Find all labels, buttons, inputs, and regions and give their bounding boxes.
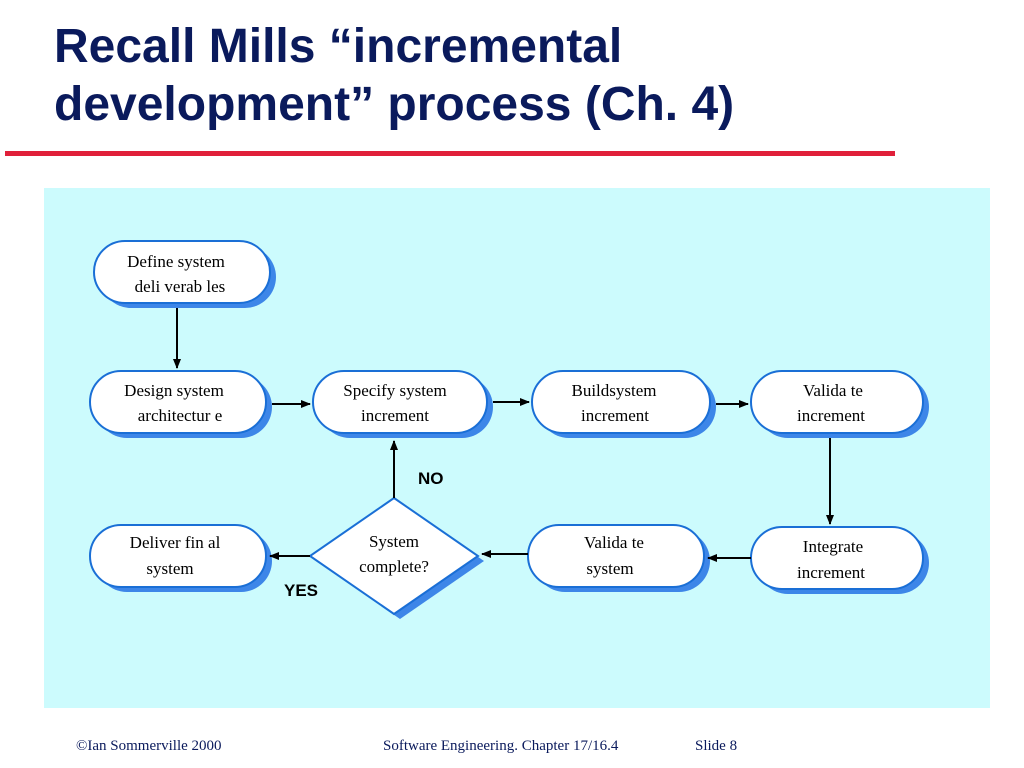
edge-label-no: NO (418, 469, 444, 488)
node-design-system-architecture: Design system architectur e (89, 370, 272, 438)
node-define-system-deliverables: Define system deli verab les (93, 240, 276, 308)
diagram-panel: Define system deli verab les Design syst… (44, 188, 990, 708)
footer-course-reference: Software Engineering. Chapter 17/16.4 (383, 738, 619, 754)
edge-label-yes: YES (284, 581, 318, 600)
decision-shape (308, 496, 480, 616)
node-label-line-1: Valida te (803, 381, 863, 400)
node-box (89, 524, 267, 588)
node-build-system-increment: Buildsystem increment (531, 370, 716, 438)
node-label-line-2: increment (797, 406, 865, 425)
node-label-line-1: Integrate (803, 537, 863, 556)
node-integrate-increment: Integrate increment (750, 526, 929, 594)
node-label-line-2: system (586, 559, 633, 578)
node-label-line-2: architectur e (138, 406, 222, 425)
slide-title-line-1: Recall Mills “incremental (54, 20, 623, 73)
process-flowchart: Define system deli verab les Design syst… (89, 240, 929, 619)
node-label-line-2: increment (581, 406, 649, 425)
footer-slide-number: Slide 8 (695, 738, 738, 754)
node-box (531, 370, 711, 434)
node-box (89, 370, 267, 434)
node-deliver-final-system: Deliver fin al system (89, 524, 272, 592)
decision-label-line-2: complete? (359, 557, 429, 576)
node-label-line-1: Design system (124, 381, 224, 400)
node-specify-system-increment: Specify system increment (312, 370, 493, 438)
decision-system-complete: System complete? (308, 496, 484, 619)
node-label-line-2: deli verab les (135, 277, 226, 296)
node-label-line-1: Valida te (584, 533, 644, 552)
node-label-line-1: Buildsystem (571, 381, 656, 400)
node-box (750, 370, 924, 434)
title-underline (5, 151, 895, 156)
node-label-line-1: Deliver fin al (130, 533, 221, 552)
node-box (527, 524, 705, 588)
node-validate-increment: Valida te increment (750, 370, 929, 438)
node-box (312, 370, 488, 434)
node-label-line-2: increment (361, 406, 429, 425)
node-box (93, 240, 271, 304)
node-label-line-1: Specify system (343, 381, 446, 400)
slide-title: Recall Mills “incremental development” p… (54, 18, 954, 134)
footer-copyright: ©Ian Sommerville 2000 (76, 738, 222, 754)
node-label-line-1: Define system (127, 252, 225, 271)
node-validate-system: Valida te system (527, 524, 710, 592)
slide-title-line-2: development” process (Ch. 4) (54, 78, 735, 131)
node-label-line-2: increment (797, 563, 865, 582)
node-label-line-2: system (146, 559, 193, 578)
decision-label-line-1: System (369, 532, 419, 551)
